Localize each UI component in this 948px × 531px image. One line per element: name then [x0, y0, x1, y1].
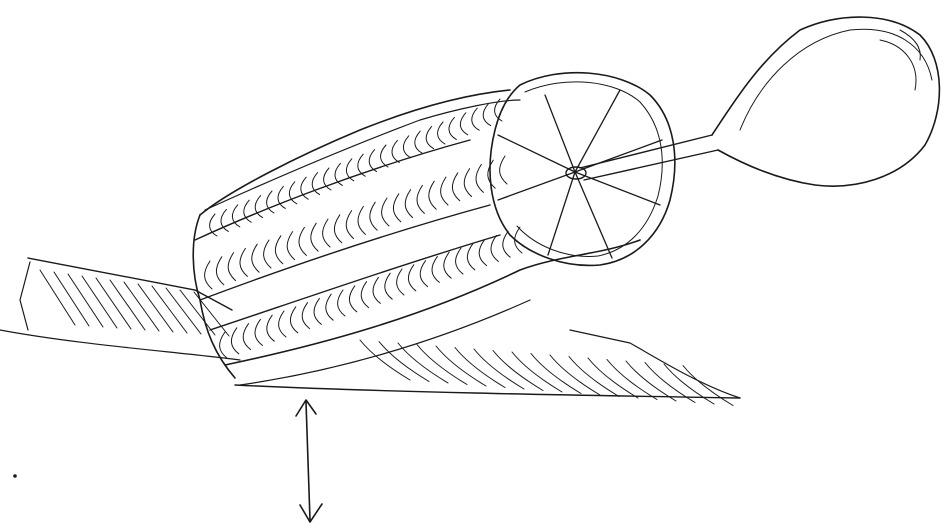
rib-stroke: [456, 248, 463, 274]
rib-stroke: [429, 181, 436, 209]
rib-stroke: [323, 219, 330, 247]
shaft: [580, 135, 718, 180]
rib-stroke: [449, 117, 456, 139]
rib-stroke: [358, 206, 365, 234]
rib-stroke: [382, 198, 389, 226]
rib-stroke: [426, 127, 433, 149]
rib-stroke: [467, 244, 474, 270]
rib-stroke: [392, 140, 399, 162]
rib-stroke: [432, 256, 439, 282]
rib-stroke: [420, 261, 427, 287]
rib-stroke: [255, 319, 262, 345]
rib-stroke: [240, 248, 247, 276]
rib-stroke: [479, 240, 486, 266]
rib-stroke: [403, 136, 410, 158]
rib-stroke: [415, 131, 422, 153]
rib-stroke: [267, 315, 274, 341]
eight-spoke-pattern: [498, 90, 662, 258]
rib-stroke: [452, 173, 459, 201]
rib-stroke: [346, 159, 353, 181]
rib-stroke: [370, 202, 377, 230]
rib-stroke: [314, 298, 321, 324]
rib-stroke: [460, 113, 467, 135]
rib-stroke: [334, 215, 341, 243]
rib-stroke: [267, 191, 274, 213]
rib-stroke: [216, 257, 223, 285]
rib-stroke: [397, 269, 404, 295]
rib-stroke: [483, 104, 490, 126]
double-headed-arrow: [296, 400, 322, 522]
rib-stroke: [220, 332, 227, 358]
rib-stroke: [464, 169, 471, 197]
rib-stroke: [405, 190, 412, 218]
rib-stroke: [244, 200, 251, 222]
rib-stroke: [491, 235, 498, 261]
rib-stroke: [346, 211, 353, 239]
ground-hatching: [40, 270, 733, 406]
rib-stroke: [385, 273, 392, 299]
rib-stroke: [441, 177, 448, 205]
rib-stroke: [275, 236, 282, 264]
hatch-stroke: [360, 340, 410, 380]
rib-stroke: [326, 294, 333, 320]
rib-stroke: [338, 290, 345, 316]
cylinder-body: [193, 90, 640, 385]
rib-stroke: [255, 196, 262, 218]
rib-stroke: [279, 311, 286, 337]
rib-stroke: [289, 182, 296, 204]
rib-stroke: [417, 185, 424, 213]
rib-stroke: [231, 328, 238, 354]
rib-stroke: [476, 164, 483, 192]
rib-stroke: [349, 286, 356, 312]
rib-stroke: [408, 265, 415, 291]
rib-stroke: [393, 194, 400, 222]
rib-stroke: [228, 253, 235, 281]
rib-stroke: [373, 277, 380, 303]
rib-stroke: [287, 232, 294, 260]
rib-stroke: [278, 186, 285, 208]
rib-stroke: [302, 303, 309, 329]
rib-stroke: [243, 324, 250, 350]
dot-mark: [13, 474, 17, 478]
cylinder-ribbing: [205, 99, 522, 358]
rib-stroke: [290, 307, 297, 333]
rib-stroke: [361, 282, 368, 308]
rib-stroke: [381, 145, 388, 167]
oval-paddle: [712, 17, 939, 186]
rib-stroke: [444, 252, 451, 278]
rib-stroke: [299, 227, 306, 255]
rib-stroke: [472, 108, 479, 130]
rib-stroke: [500, 156, 507, 184]
rib-stroke: [311, 223, 318, 251]
rib-stroke: [264, 240, 271, 268]
rib-stroke: [438, 122, 445, 144]
rib-stroke: [205, 261, 212, 289]
rib-stroke: [252, 244, 259, 272]
